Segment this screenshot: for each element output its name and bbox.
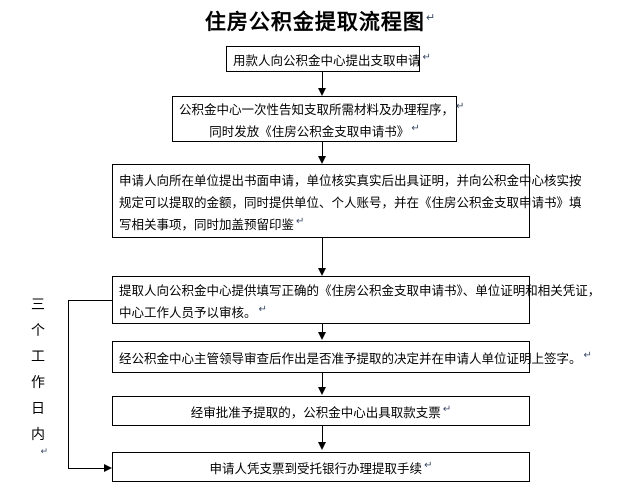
arrowhead-3-4-icon (318, 268, 326, 276)
connector-1-2 (322, 72, 323, 90)
flow-node-issue-check[interactable]: 经审批准予提取的，公积金中心出具取款支票↵ (112, 396, 530, 426)
paragraph-mark-icon: ↵ (442, 403, 452, 415)
paragraph-mark-icon: ↵ (411, 123, 420, 134)
side-label-char-2: 工 (31, 349, 45, 365)
connector-4-5 (322, 324, 323, 334)
side-label-char-3: 作 (31, 375, 45, 391)
node-line: 提取人向公积金中心提供填写正确的《住房公积金支取申请书》、单位证明和相关凭证， (119, 283, 601, 298)
flow-node-center-notice[interactable]: 公积金中心一次性告知支取所需材料及办理程序，↵ 同时发放《住房公积金支取申请书》… (172, 96, 465, 142)
paragraph-mark-icon: ↵ (583, 349, 592, 361)
bracket-top-segment (68, 300, 112, 301)
side-label-char-0: 三 (31, 297, 45, 313)
arrowhead-6-7-icon (318, 442, 326, 450)
bracket-vertical-segment (68, 300, 69, 468)
bracket-bottom-segment (68, 468, 106, 469)
arrowhead-1-2-icon (318, 88, 326, 96)
paragraph-mark-icon: ↵ (258, 304, 267, 315)
node-line: 规定可以提取的金额，同时提供单位、个人账号，并在《住房公积金支取申请书》填 (119, 195, 582, 211)
paragraph-mark-icon: ↵ (296, 216, 305, 228)
node-line: 申请人凭支票到受托银行办理提取手续↵ (209, 459, 433, 477)
node-line: 公积金中心一次性告知支取所需材料及办理程序，↵ (179, 100, 465, 117)
page-title: 住房公积金提取流程图↵ (0, 6, 641, 36)
paragraph-mark-icon: ↵ (424, 459, 433, 471)
flow-node-written-application[interactable]: 申请人向所在单位提出书面申请，单位核实真实后出具证明，并向公积金中心核实按 规定… (112, 164, 582, 238)
paragraph-mark-icon: ↵ (422, 51, 431, 63)
flow-node-bank-withdrawal[interactable]: 申请人凭支票到受托银行办理提取手续↵ (112, 452, 530, 482)
node-line: 申请人向所在单位提出书面申请，单位核实真实后出具证明，并向公积金中心核实按 (119, 172, 582, 188)
page-title-text: 住房公积金提取流程图 (204, 10, 425, 34)
node-line: 中心工作人员予以审核。↵ (119, 304, 267, 321)
flow-node-submit-documents[interactable]: 提取人向公积金中心提供填写正确的《住房公积金支取申请书》、单位证明和相关凭证， … (112, 276, 601, 324)
side-duration-label: 三 个 工 作 日 内 ↵ (26, 292, 50, 457)
flow-node-leader-approval[interactable]: 经公积金中心主管领导审查后作出是否准予提取的决定并在申请人单位证明上签字。↵ (112, 341, 592, 373)
side-label-char-5: 内 (31, 427, 45, 443)
side-label-char-4: 日 (31, 401, 45, 417)
paragraph-mark-icon: ↵ (456, 100, 465, 112)
connector-6-7 (322, 426, 323, 444)
node-line: 同时发放《住房公积金支取申请书》↵ (209, 123, 420, 140)
connector-5-6 (322, 373, 323, 389)
arrowhead-bracket-icon (104, 464, 112, 472)
arrowhead-4-5-icon (318, 332, 326, 340)
node-line: 用款人向公积金中心提出支取申请↵ (233, 51, 431, 69)
flow-node-application-submit[interactable]: 用款人向公积金中心提出支取申请↵ (226, 46, 431, 72)
node-line: 经审批准予提取的，公积金中心出具取款支票↵ (190, 403, 452, 421)
paragraph-mark-icon: ↵ (40, 447, 48, 457)
paragraph-mark-icon: ↵ (425, 11, 437, 24)
connector-3-4 (322, 238, 323, 270)
arrowhead-2-3-icon (318, 156, 326, 164)
arrowhead-5-6-icon (318, 387, 326, 395)
side-label-char-1: 个 (31, 323, 45, 339)
connector-2-3 (322, 142, 323, 158)
node-line: 写相关事项，同时加盖预留印鉴↵ (119, 216, 305, 233)
node-line: 经公积金中心主管领导审查后作出是否准予提取的决定并在申请人单位证明上签字。↵ (119, 349, 592, 367)
